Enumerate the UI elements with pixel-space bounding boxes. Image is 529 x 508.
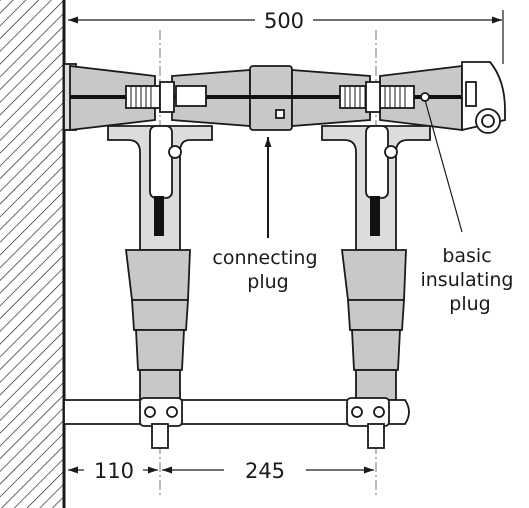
top-bushing-row (63, 61, 506, 134)
dimension-spacing: 245 (162, 459, 374, 483)
right-t-connector (321, 125, 431, 401)
dimension-label-500: 500 (264, 9, 304, 33)
left-t-connector (107, 125, 213, 401)
dimension-width-total: 500 (68, 9, 504, 64)
dimension-label-110: 110 (94, 459, 134, 483)
dimension-label-245: 245 (245, 459, 285, 483)
connecting-plug-label: connecting plug (212, 247, 323, 293)
callout-basic-insulating-plug: basic insulating plug (420, 99, 519, 315)
basic-insulating-plug-label: basic insulating plug (420, 245, 519, 315)
wall (0, 0, 66, 508)
support-rail (63, 397, 410, 449)
dimension-offset-wall: 110 (68, 459, 158, 483)
callout-connecting-plug: connecting plug (212, 137, 323, 293)
